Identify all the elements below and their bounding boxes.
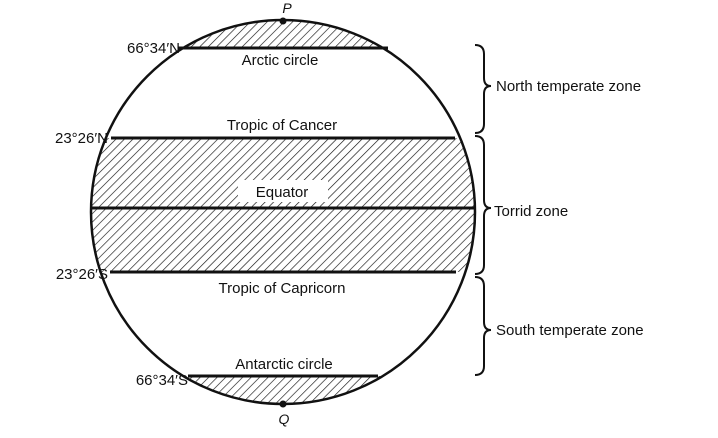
antarctic-latitude-label: 66°34′S <box>136 372 188 389</box>
south-temperate-zone-label: South temperate zone <box>496 322 644 339</box>
tropic-of-capricorn-label: Tropic of Capricorn <box>219 280 346 297</box>
torrid-brace <box>474 135 492 275</box>
equator-label-bg <box>238 180 328 202</box>
south-pole-dot <box>279 400 287 408</box>
north-pole-label: P <box>282 0 292 16</box>
antarctic-label-bg <box>230 353 338 373</box>
cancer-latitude-label: 23°26′N <box>55 130 108 147</box>
south-temperate-brace <box>474 276 492 376</box>
north-temperate-brace <box>474 44 492 134</box>
torrid-zone-label: Torrid zone <box>494 203 568 220</box>
tropic-of-cancer-label: Tropic of Cancer <box>227 117 337 134</box>
equator-label: Equator <box>256 184 309 201</box>
capricorn-latitude-label: 23°26′S <box>56 266 108 283</box>
arctic-latitude-label: 66°34′N <box>127 40 180 57</box>
torrid-zone-hatch <box>91 138 475 272</box>
south-pole-label: Q <box>279 411 290 427</box>
arctic-circle-label: Arctic circle <box>242 52 319 69</box>
north-temperate-zone-label: North temperate zone <box>496 78 641 95</box>
north-pole-dot <box>279 17 287 25</box>
antarctic-circle-label: Antarctic circle <box>235 356 333 373</box>
